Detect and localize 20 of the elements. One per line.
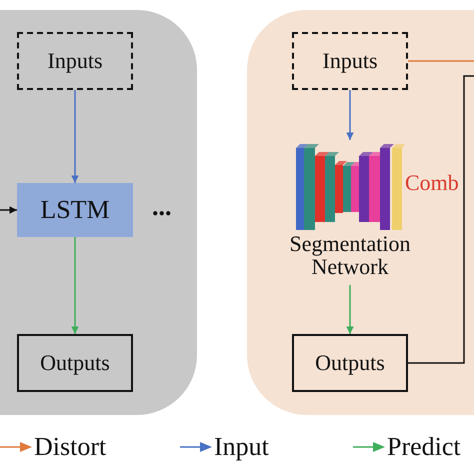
connector-line bbox=[408, 75, 474, 364]
arrow bbox=[346, 90, 354, 140]
dashed-box: Inputs bbox=[292, 32, 408, 90]
panel-background bbox=[247, 10, 474, 415]
network-label: Segmentation Network bbox=[288, 232, 412, 278]
arrow bbox=[71, 237, 79, 334]
legend-label: Predict bbox=[387, 432, 461, 462]
output-box: Outputs bbox=[17, 334, 133, 392]
legend-label: Input bbox=[214, 432, 269, 462]
ellipsis-text: ... bbox=[152, 192, 172, 222]
process-box: LSTM bbox=[17, 183, 133, 237]
dashed-box: Inputs bbox=[17, 32, 133, 90]
partial-label: Comb bbox=[405, 170, 459, 196]
arrow bbox=[346, 285, 354, 334]
output-box: Outputs bbox=[292, 334, 408, 392]
panel-background bbox=[0, 10, 197, 415]
arrow bbox=[0, 206, 17, 214]
arrow bbox=[71, 90, 79, 183]
connector-line bbox=[408, 60, 474, 62]
legend-label: Distort bbox=[34, 432, 106, 462]
